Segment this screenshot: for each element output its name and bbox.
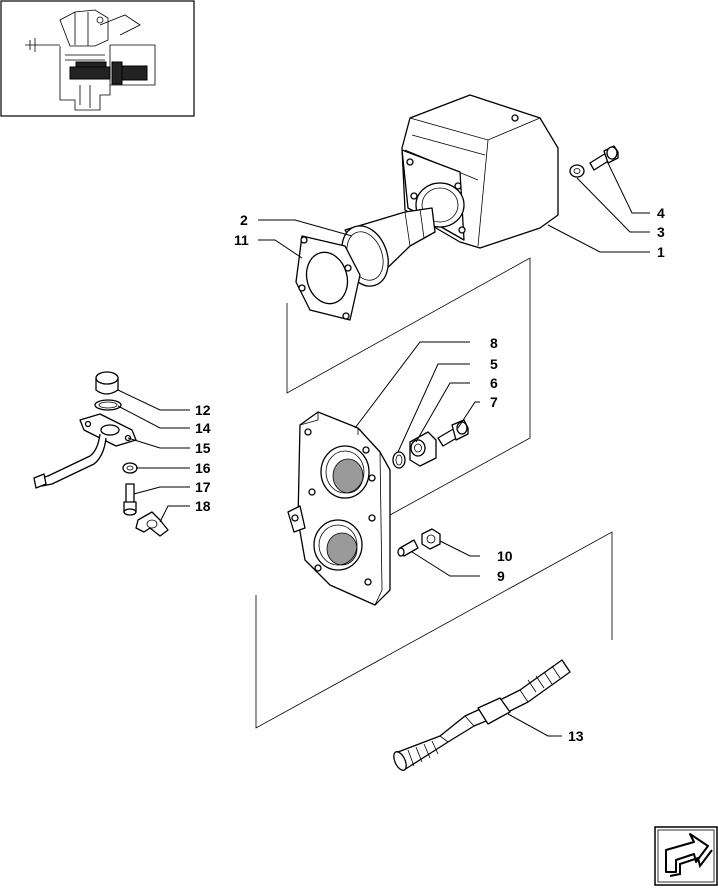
stud: [397, 539, 419, 557]
callout-12: 12: [195, 402, 211, 418]
o-ring: [392, 451, 406, 469]
callout-8: 8: [490, 335, 498, 351]
clamp: [135, 511, 169, 537]
callout-3: 3: [657, 224, 665, 240]
cover-plate: [287, 411, 391, 606]
washer: [569, 164, 585, 178]
flange-fitting: [409, 431, 437, 467]
gear-housing: [401, 94, 559, 249]
washer: [122, 462, 138, 474]
callout-1: 1: [657, 244, 665, 260]
callout-15: 15: [195, 440, 211, 456]
callout-7: 7: [490, 394, 498, 410]
callout-16: 16: [195, 460, 211, 476]
callout-2: 2: [240, 212, 248, 228]
callout-4: 4: [657, 205, 665, 221]
cap: [95, 371, 119, 395]
next-page-arrow-icon[interactable]: [654, 826, 718, 886]
callout-10: 10: [497, 548, 513, 564]
callout-14: 14: [195, 420, 211, 436]
callout-labels: 1 2 3 4 5 6 7 8 9 10 11 12 13 14 15 16 1…: [195, 205, 665, 744]
phantom-outline: [255, 257, 613, 729]
bolt: [437, 419, 469, 447]
callout-18: 18: [195, 498, 211, 514]
callout-17: 17: [195, 479, 211, 495]
callout-6: 6: [490, 375, 498, 391]
leader-lines: [117, 162, 650, 737]
callout-13: 13: [568, 728, 584, 744]
callout-9: 9: [497, 568, 505, 584]
nut: [421, 528, 441, 550]
bolt: [589, 145, 619, 171]
callout-5: 5: [490, 356, 498, 372]
splined-shaft: [393, 659, 571, 771]
callout-11: 11: [234, 232, 249, 248]
o-ring: [94, 399, 122, 411]
bracket-with-pipe: [33, 413, 137, 489]
bolt: [123, 483, 137, 516]
gasket: [295, 235, 361, 321]
assembly-thumbnail[interactable]: [0, 0, 195, 117]
